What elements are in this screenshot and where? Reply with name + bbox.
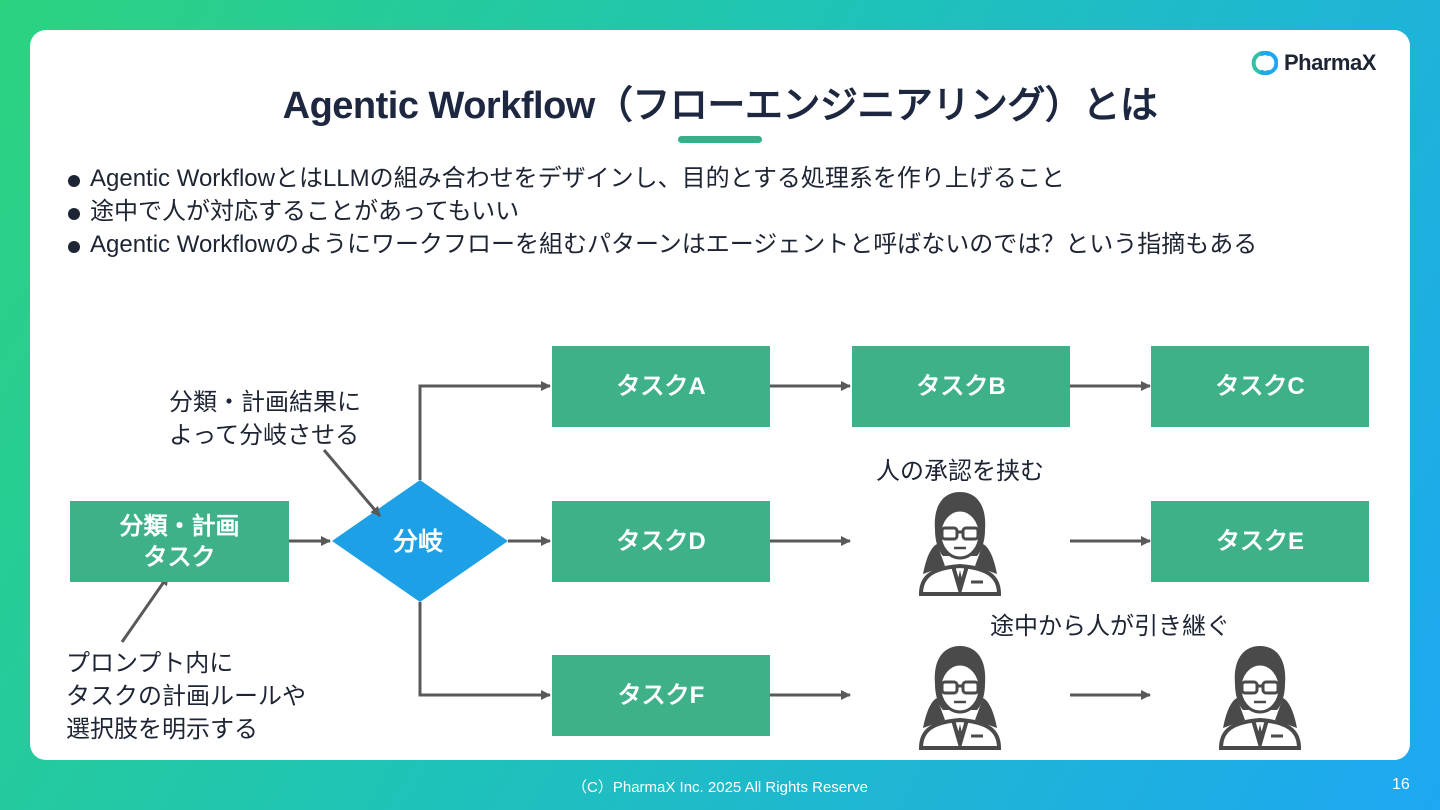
bullet-item: Agentic Workflowのようにワークフローを組むパターンはエージェント… — [68, 228, 1257, 261]
bullet-item: 途中で人が対応することがあってもいい — [68, 195, 1257, 228]
person-icon — [1219, 644, 1301, 750]
plan-task-box: 分類・計画 タスク — [70, 501, 289, 582]
person-icon — [919, 644, 1001, 750]
approval-note: 人の承認を挟む — [876, 458, 1044, 485]
takeover-note: 途中から人が引き継ぐ — [990, 613, 1230, 640]
branch-label: 分岐 — [392, 528, 443, 556]
slide-title: Agentic Workflow（フローエンジニアリング）とは — [282, 85, 1158, 127]
branch-note: 分類・計画結果に よって分岐させる — [169, 389, 361, 449]
task-e-box: タスクE — [1151, 501, 1369, 582]
pharmax-logo-icon — [1251, 51, 1278, 75]
flow-diagram — [120, 381, 1301, 750]
logo-text: PharmaX — [1284, 50, 1376, 75]
pointer-branch-note — [322, 449, 382, 517]
footer-copyright: （C）PharmaX Inc. 2025 All Rights Reserve — [572, 779, 868, 796]
task-d-box: タスクD — [552, 501, 770, 582]
task-c-box: タスクC — [1151, 346, 1369, 427]
prompt-note: プロンプト内に タスクの計画ルールや 選択肢を明示する — [66, 650, 306, 743]
slide-card: PharmaX Agentic Workflow（フローエンジニアリング）とは … — [30, 30, 1410, 760]
arrow-branch-to-f — [418, 602, 551, 700]
arrow-branch-to-a — [418, 381, 551, 480]
task-b-box: タスクB — [852, 346, 1070, 427]
task-f-box: タスクF — [552, 655, 770, 736]
task-a-box: タスクA — [552, 346, 770, 427]
bullet-list: Agentic WorkflowとはLLMの組み合わせをデザインし、目的とする処… — [68, 162, 1257, 261]
page-number: 16 — [1392, 776, 1410, 793]
pointer-prompt-note — [120, 575, 170, 643]
bullet-item: Agentic WorkflowとはLLMの組み合わせをデザインし、目的とする処… — [68, 162, 1257, 195]
title-underline — [678, 136, 762, 143]
pharmax-logo: PharmaX — [1248, 48, 1376, 78]
person-icon — [919, 490, 1001, 596]
